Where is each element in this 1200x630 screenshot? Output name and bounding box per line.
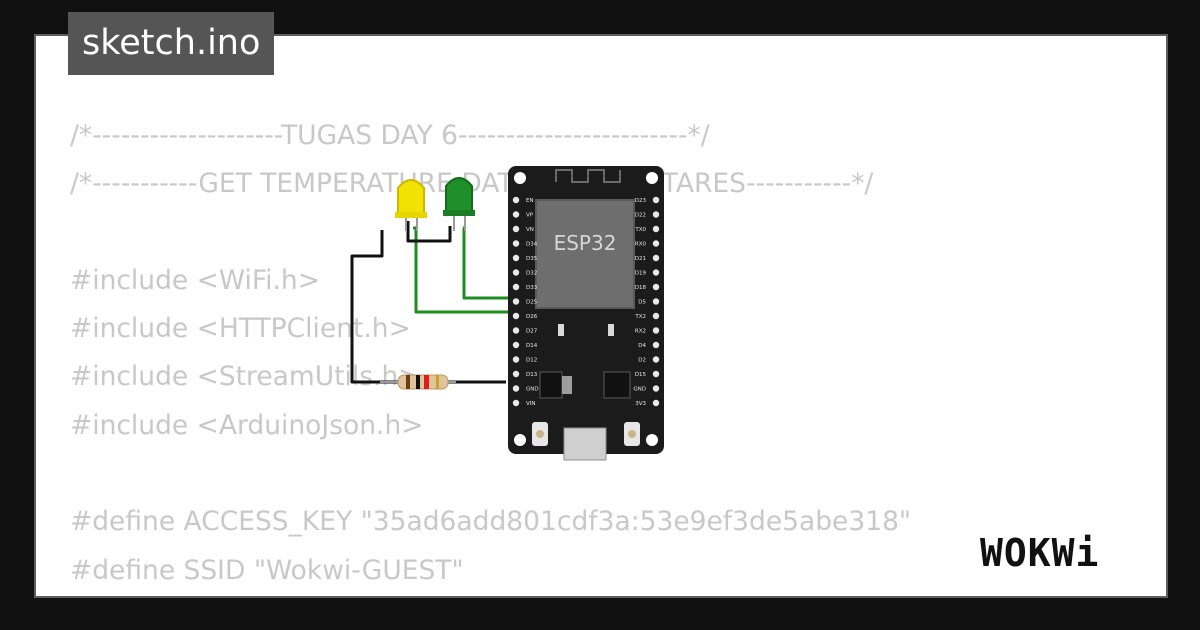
left-pin[interactable]: [512, 385, 520, 392]
wokwi-logo-text: WOKWi: [980, 531, 1099, 575]
left-pin[interactable]: [512, 196, 520, 204]
wire-yellow-signal: [413, 226, 514, 314]
left-pin[interactable]: [512, 370, 520, 378]
code-editor[interactable]: /*--------------------TUGAS DAY 6-------…: [70, 112, 912, 596]
right-pin[interactable]: [652, 341, 660, 349]
left-pin-label: D32: [526, 271, 537, 277]
right-pin-label: D5: [638, 300, 646, 306]
left-pin[interactable]: [512, 269, 520, 276]
right-pin[interactable]: [652, 196, 660, 204]
code-line: #include <ArduinoJson.h>: [70, 409, 424, 441]
left-pin[interactable]: [512, 327, 520, 334]
right-pin-label: RX2: [635, 329, 646, 335]
left-pin-label: VIN: [526, 401, 536, 407]
right-pin[interactable]: [652, 385, 660, 392]
right-pin-label: D22: [635, 213, 646, 219]
resistor[interactable]: [380, 374, 456, 390]
left-pin-label: D34: [526, 242, 538, 248]
left-pin[interactable]: [512, 254, 520, 262]
left-pin[interactable]: [512, 399, 520, 407]
right-pin[interactable]: [652, 312, 660, 320]
left-pin[interactable]: [512, 283, 520, 291]
preview-card: /*--------------------TUGAS DAY 6-------…: [34, 34, 1168, 598]
left-pin-label: D27: [526, 329, 538, 335]
left-pin[interactable]: [512, 341, 520, 349]
right-pin[interactable]: [652, 254, 660, 262]
code-line: #define SSID "Wokwi-GUEST": [70, 554, 464, 586]
right-pin-label: 3V3: [635, 401, 646, 407]
left-pin-label: EN: [526, 198, 534, 204]
right-pin-label: RX0: [635, 242, 647, 248]
left-pin-label: VP: [526, 213, 534, 219]
left-pin[interactable]: [512, 312, 520, 320]
right-pin[interactable]: [652, 240, 660, 247]
left-pin[interactable]: [512, 211, 520, 218]
file-tab[interactable]: sketch.ino: [68, 12, 275, 75]
right-pin[interactable]: [652, 225, 660, 233]
left-pin-label: GND: [526, 387, 539, 393]
led-yellow[interactable]: [395, 179, 427, 231]
right-pin-label: GND: [633, 387, 646, 393]
right-pin-label: TX0: [634, 227, 646, 233]
left-pin[interactable]: [512, 298, 520, 305]
wokwi-logo: WOKWi: [980, 531, 1099, 575]
code-line: #include <HTTPClient.h>: [70, 313, 411, 345]
wire-green-signal: [462, 226, 514, 300]
right-pin-label: D18: [635, 285, 647, 291]
wire-led-yellow-gnd: [406, 221, 452, 243]
right-pin[interactable]: [652, 298, 660, 305]
right-pin-label: D4: [638, 343, 646, 349]
left-pin[interactable]: [512, 240, 520, 247]
right-pin-label: D19: [635, 271, 647, 277]
left-pin[interactable]: [512, 356, 520, 363]
left-pin-label: D12: [526, 358, 537, 364]
right-pin-label: TX2: [634, 314, 646, 320]
circuit-diagram: ESP32 ENVPVND34D35D32D33D25D26D27D14D12D…: [350, 166, 664, 461]
left-pin-label: VN: [526, 227, 534, 233]
wire-gnd-led: [350, 230, 506, 384]
left-pin-label: D35: [526, 256, 538, 262]
left-pin-label: D14: [526, 343, 538, 349]
left-pin-label: D33: [526, 285, 538, 291]
left-pin-label: D26: [526, 314, 538, 320]
right-pin[interactable]: [652, 327, 660, 334]
right-pin[interactable]: [652, 283, 660, 291]
right-pin-label: D21: [635, 256, 646, 262]
code-line: /*--------------------TUGAS DAY 6-------…: [70, 120, 710, 151]
right-pin[interactable]: [652, 211, 660, 218]
chip-label: ESP32: [554, 231, 617, 255]
right-pin-label: D2: [638, 358, 646, 364]
left-pin-label: D13: [526, 372, 538, 378]
right-pin[interactable]: [652, 356, 660, 363]
led-green[interactable]: [443, 177, 475, 231]
right-pin-label: D23: [635, 198, 647, 204]
esp32-board[interactable]: ESP32 ENVPVND34D35D32D33D25D26D27D14D12D…: [508, 166, 664, 461]
right-pin[interactable]: [652, 269, 660, 276]
code-line: #include <WiFi.h>: [70, 264, 320, 296]
left-pin-label: D25: [526, 300, 538, 306]
code-line: #define ACCESS_KEY "35ad6add801cdf3a:53e…: [70, 506, 912, 538]
left-pin[interactable]: [512, 225, 520, 233]
code-line: #include <StreamUtils.h>: [70, 361, 421, 393]
right-pin[interactable]: [652, 399, 660, 407]
right-pin-label: D15: [635, 372, 647, 378]
right-pin[interactable]: [652, 370, 660, 378]
